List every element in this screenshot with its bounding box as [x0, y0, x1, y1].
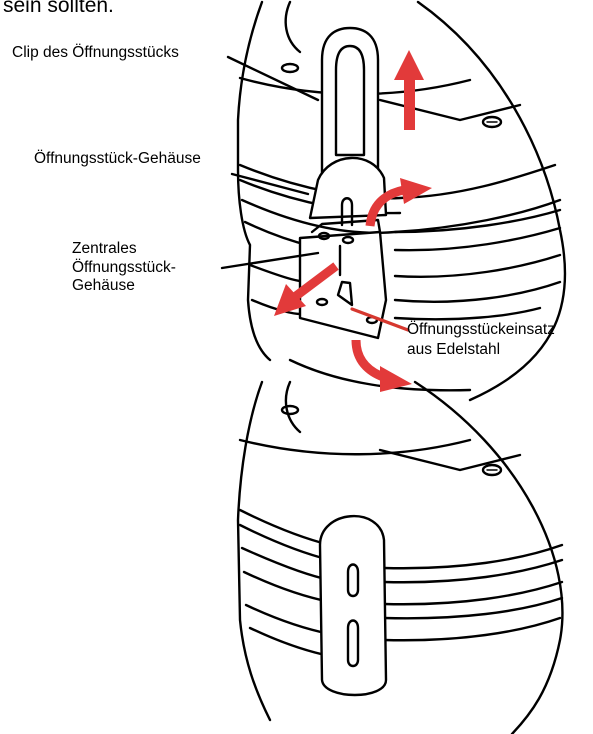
up-arrow-shaft — [404, 78, 415, 130]
bottom-ring-r1 — [384, 545, 562, 568]
locked-opening-piece — [320, 516, 386, 695]
bottom-top-screw — [282, 406, 298, 414]
bottom-ring-l5 — [246, 605, 330, 634]
bottom-shoulder-line — [240, 440, 470, 454]
lower-ring-1 — [395, 255, 560, 277]
lower-ring-3 — [395, 308, 540, 319]
up-arrow-head — [394, 50, 424, 80]
top-panel-line — [380, 100, 520, 120]
bottom-ring-r2 — [384, 560, 562, 582]
bottom-ring-r5 — [384, 618, 560, 640]
bottom-ring-r3 — [384, 582, 562, 604]
bottom-illustration — [238, 382, 562, 734]
bottom-ring-l3 — [242, 548, 330, 580]
lower-ring-2 — [395, 282, 560, 302]
label-central-line-3: Gehäuse — [72, 277, 176, 296]
label-central-housing: Zentrales Öffnungsstück- Gehäuse — [72, 240, 176, 296]
label-insert-line-2: aus Edelstahl — [407, 340, 555, 360]
label-central-line-2: Öffnungsstück- — [72, 259, 176, 278]
bottom-ring-l1 — [240, 510, 330, 545]
bottom-body-left — [238, 382, 270, 720]
top-screw — [282, 64, 298, 72]
label-clip: Clip des Öffnungsstücks — [12, 43, 179, 62]
band-ring-3 — [242, 200, 560, 233]
label-central-line-1: Zentrales — [72, 240, 176, 259]
label-insert-line-1: Öffnungsstückeinsatz — [407, 320, 555, 340]
bottom-dome-outline — [415, 382, 562, 734]
top-inner-curve — [286, 2, 300, 52]
label-steel-insert: Öffnungsstückeinsatz aus Edelstahl — [407, 320, 555, 360]
label-opening-piece-housing: Öffnungsstück-Gehäuse — [34, 149, 201, 168]
curved-arrow-upper-head — [400, 178, 432, 204]
